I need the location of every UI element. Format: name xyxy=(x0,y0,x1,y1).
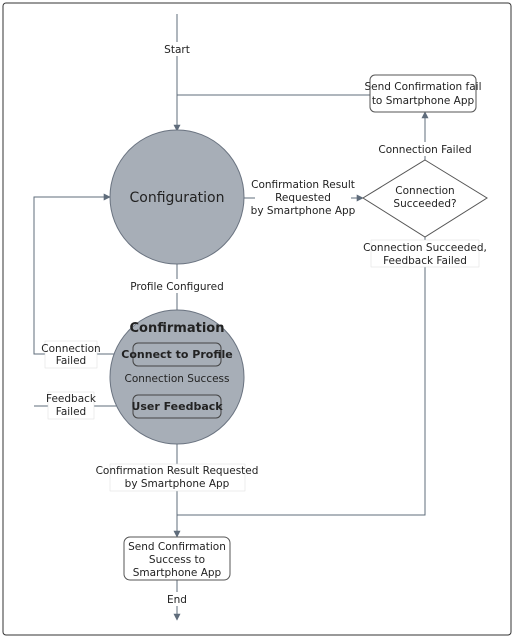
connection-success-label: Connection Success xyxy=(124,373,229,385)
connect-to-profile-box xyxy=(132,342,222,367)
connect-to-profile-label: Connect to Profile xyxy=(121,348,232,361)
feedback-failed-line2: Failed xyxy=(56,406,86,418)
succeeded-feedback-failed-line1: Connection Succeeded, xyxy=(363,242,487,254)
send-success-label-line3: Smartphone App xyxy=(133,567,222,579)
connection-failed-right-label: Connection Failed xyxy=(378,144,471,156)
decision-label-line2: Succeeded? xyxy=(393,198,456,210)
conf-result-requested-line1: Confirmation Result xyxy=(251,179,355,191)
start-label: Start xyxy=(164,44,190,56)
conf-result-requested-line3: by Smartphone App xyxy=(251,205,356,217)
user-feedback-box xyxy=(132,394,222,419)
conf-result-requested-line2: Requested xyxy=(275,192,331,204)
bottom-result-requested-line2: by Smartphone App xyxy=(125,478,230,490)
feedback-failed-line1: Feedback xyxy=(46,393,97,405)
connection-failed-left-line2: Failed xyxy=(56,355,86,367)
send-confirmation-success-box xyxy=(123,536,231,581)
decision-label-line1: Connection xyxy=(395,185,454,197)
configuration-label: Configuration xyxy=(130,190,225,206)
send-fail-label-line2: to Smartphone App xyxy=(372,95,475,107)
bottom-result-requested-line1: Confirmation Result Requested xyxy=(96,465,259,477)
edge-decision-to-send-success xyxy=(177,237,426,516)
connection-succeeded-decision xyxy=(362,159,488,238)
confirmation-label: Confirmation xyxy=(130,321,225,336)
send-success-label-line2: Success to xyxy=(149,554,205,566)
connection-failed-left-line1: Connection xyxy=(41,343,100,355)
end-label: End xyxy=(167,594,187,606)
send-confirmation-fail-box xyxy=(369,74,477,113)
configuration-state xyxy=(109,129,245,265)
user-feedback-label: User Feedback xyxy=(131,400,223,413)
profile-configured-label: Profile Configured xyxy=(130,281,224,293)
send-fail-label-line1: Send Confirmation fail xyxy=(364,81,481,93)
send-success-label-line1: Send Confirmation xyxy=(128,541,226,553)
succeeded-feedback-failed-line2: Feedback Failed xyxy=(383,255,467,267)
